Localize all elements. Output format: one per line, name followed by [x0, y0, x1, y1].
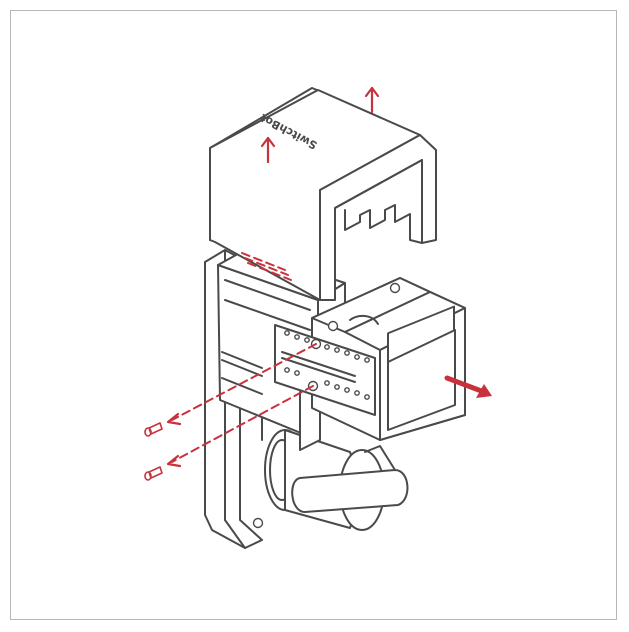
bracket-holes [284, 330, 370, 400]
thumb-turn-knob [264, 429, 409, 531]
screw-top [144, 422, 163, 437]
cover-alignment-marks [241, 252, 292, 281]
screw-bottom [144, 466, 163, 481]
top-cover: SwitchBot [209, 87, 437, 301]
motor-housing [311, 277, 466, 441]
screw-removal-lines [166, 343, 317, 468]
perforated-bracket [274, 324, 376, 416]
plate-screw-hole [252, 517, 264, 529]
lift-arrow-left [260, 136, 276, 164]
pull-out-arrow [444, 375, 492, 398]
lift-arrow-right [364, 86, 380, 114]
